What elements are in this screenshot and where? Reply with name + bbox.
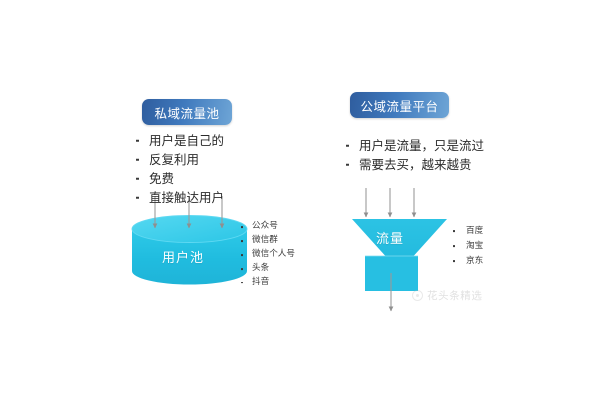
funnel-cone (352, 219, 447, 260)
list-item-label: 直接触达用户 (149, 190, 225, 205)
bullet-dot-icon (241, 267, 243, 270)
list-item: 公众号 (240, 220, 295, 234)
list-item-label: 微信个人号 (252, 248, 295, 259)
bullet-dot-icon (453, 245, 455, 248)
list-item-label: 京东 (466, 255, 484, 266)
cylinder-top (132, 215, 247, 243)
bullet-dot-icon (453, 230, 455, 233)
list-item: 抖音 (240, 276, 295, 290)
cylinder-body (132, 229, 247, 285)
bullet-dot-icon (136, 139, 139, 142)
list-item: 淘宝 (452, 239, 483, 254)
watermark-label: 花头条精选 (427, 290, 483, 302)
public-traffic-points: 用户是流量，只是流过 需要去买，越来越贵 (344, 136, 484, 174)
private-channel-list: 公众号 微信群 微信个人号 头条 抖音 (240, 220, 295, 290)
public-traffic-platform-badge: 公域流量平台 (350, 92, 449, 118)
list-item-label: 微信群 (252, 234, 278, 245)
list-item-label: 需要去买，越来越贵 (359, 157, 472, 172)
bullet-dot-icon (136, 158, 139, 161)
funnel-inflow-arrows (363, 188, 417, 218)
bullet-dot-icon (241, 253, 243, 256)
circle-logo-icon (412, 290, 423, 301)
public-channel-list: 百度 淘宝 京东 (452, 224, 483, 268)
list-item: 京东 (452, 254, 483, 269)
bullet-dot-icon (453, 260, 455, 262)
bullet-dot-icon (241, 281, 243, 284)
list-item-label: 抖音 (252, 276, 270, 287)
list-item: 头条 (240, 262, 295, 276)
private-traffic-pool-badge: 私域流量池 (142, 99, 232, 125)
bullet-dot-icon (241, 239, 243, 242)
list-item-label: 用户是流量，只是流过 (359, 138, 485, 153)
list-item: 直接触达用户 (134, 188, 224, 207)
bullet-dot-icon (136, 196, 139, 199)
list-item: 百度 (452, 224, 483, 239)
list-item: 微信个人号 (240, 248, 295, 262)
list-item-label: 头条 (252, 262, 270, 273)
list-item-label: 淘宝 (466, 240, 484, 251)
list-item-label: 公众号 (252, 221, 278, 231)
traffic-label: 流量 (376, 232, 405, 247)
list-item: 用户是自己的 (134, 131, 224, 150)
user-pool-label: 用户池 (162, 251, 205, 266)
list-item: 反复利用 (134, 150, 224, 169)
watermark: 花头条精选 (412, 288, 483, 303)
user-pool-cylinder (131, 215, 248, 285)
list-item: 用户是流量，只是流过 (344, 136, 484, 155)
private-traffic-points: 用户是自己的 反复利用 免费 直接触达用户 (134, 131, 224, 207)
list-item-label: 反复利用 (149, 152, 200, 167)
list-item-label: 用户是自己的 (149, 133, 225, 148)
bullet-dot-icon (241, 226, 243, 228)
list-item-label: 免费 (149, 171, 175, 186)
pool-inflow-arrows (152, 196, 225, 229)
list-item: 免费 (134, 169, 224, 188)
list-item: 微信群 (240, 234, 295, 248)
bullet-dot-icon (346, 144, 349, 147)
list-item-label: 百度 (466, 226, 484, 236)
bullet-dot-icon (346, 163, 349, 166)
list-item: 需要去买，越来越贵 (344, 155, 484, 174)
bullet-dot-icon (136, 177, 139, 180)
